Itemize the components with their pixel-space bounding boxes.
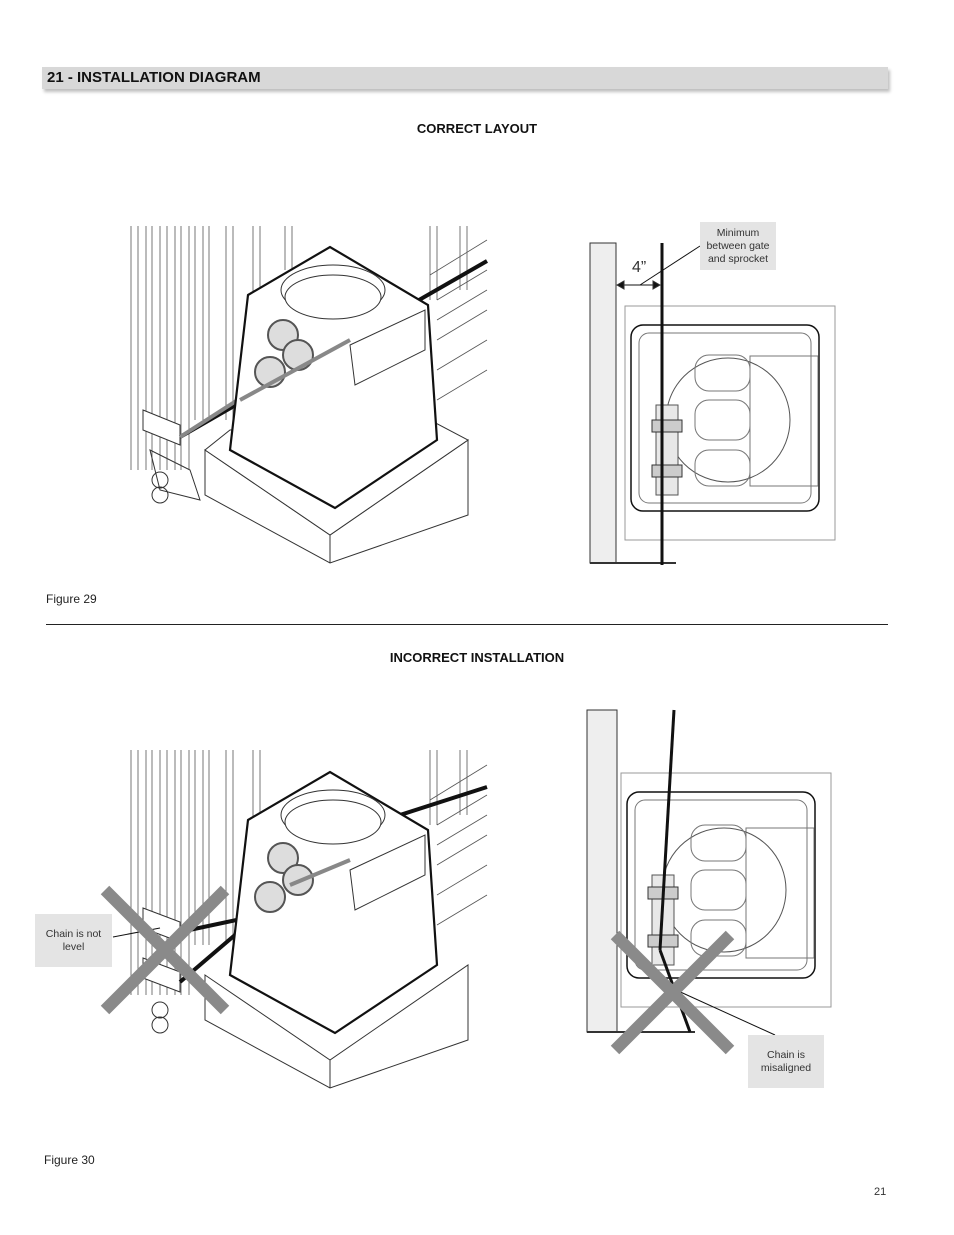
minimum-gap-callout: Minimum between gate and sprocket <box>700 222 776 270</box>
incorrect-x-mark-left <box>100 885 230 1015</box>
section-title: 21 - INSTALLATION DIAGRAM <box>47 69 261 86</box>
incorrect-perspective-drawing <box>112 750 488 1089</box>
page-number: 21 <box>874 1186 887 1198</box>
incorrect-x-mark-right <box>610 930 735 1055</box>
section-header: 21 - INSTALLATION DIAGRAM <box>42 67 888 89</box>
incorrect-installation-heading: INCORRECT INSTALLATION <box>389 650 565 665</box>
figure-29-label: Figure 29 <box>46 592 97 606</box>
figure-30-label: Figure 30 <box>44 1153 95 1167</box>
incorrect-top-view-drawing <box>586 709 832 1036</box>
chain-not-level-callout: Chain is not level <box>35 914 112 967</box>
correct-perspective-drawing <box>130 226 488 564</box>
correct-top-view-drawing <box>589 242 836 565</box>
correct-layout-heading: CORRECT LAYOUT <box>416 121 538 136</box>
chain-misaligned-callout: Chain is misaligned <box>748 1035 824 1088</box>
dimension-label: 4” <box>632 259 647 276</box>
section-divider <box>46 624 888 625</box>
